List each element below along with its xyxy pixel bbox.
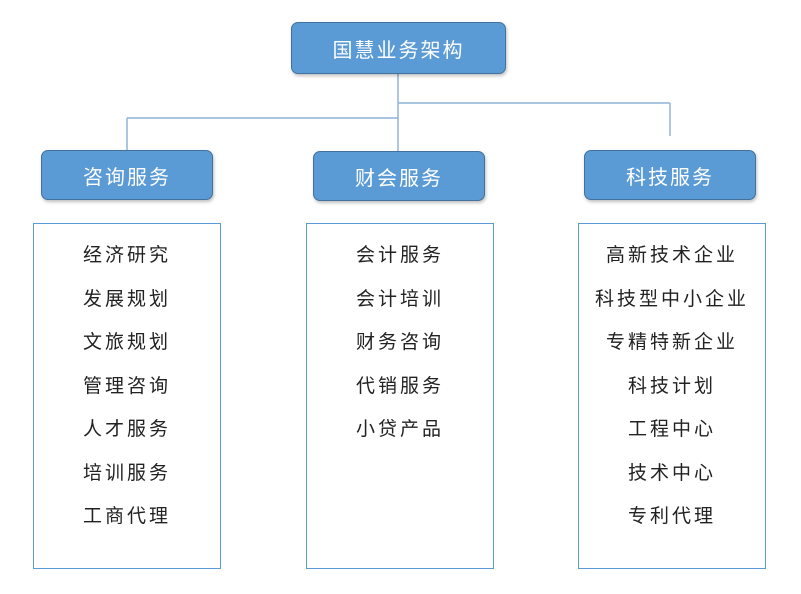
service-item: 科技计划 <box>627 374 716 397</box>
service-item: 财务咨询 <box>355 331 444 353</box>
service-item: 工程中心 <box>627 418 716 440</box>
category-node-technology: 科技服务 <box>584 150 756 200</box>
service-item: 管理咨询 <box>82 374 171 397</box>
service-item: 会计服务 <box>355 244 444 266</box>
service-item: 专精特新企业 <box>605 331 738 353</box>
root-node: 国慧业务架构 <box>291 22 506 74</box>
service-item: 专利代理 <box>627 505 716 527</box>
service-item: 培训服务 <box>82 461 171 484</box>
service-list-consulting: 经济研究 发展规划 文旅规划 管理咨询 人才服务 培训服务 工商代理 <box>33 223 221 569</box>
service-item: 发展规划 <box>82 287 171 310</box>
service-item: 小贷产品 <box>355 418 444 440</box>
service-item: 科技型中小企业 <box>594 287 749 310</box>
service-list-finance: 会计服务 会计培训 财务咨询 代销服务 小贷产品 <box>306 223 494 569</box>
service-item: 工商代理 <box>82 505 171 527</box>
service-item: 会计培训 <box>355 287 444 310</box>
service-item: 技术中心 <box>627 461 716 484</box>
service-item: 高新技术企业 <box>605 244 738 266</box>
service-item: 文旅规划 <box>82 331 171 353</box>
service-list-technology: 高新技术企业 科技型中小企业 专精特新企业 科技计划 工程中心 技术中心 专利代… <box>578 223 766 569</box>
service-item: 经济研究 <box>82 244 171 266</box>
category-node-consulting: 咨询服务 <box>41 150 213 200</box>
category-node-finance: 财会服务 <box>313 151 485 201</box>
service-item: 代销服务 <box>355 374 444 397</box>
service-item: 人才服务 <box>82 418 171 440</box>
